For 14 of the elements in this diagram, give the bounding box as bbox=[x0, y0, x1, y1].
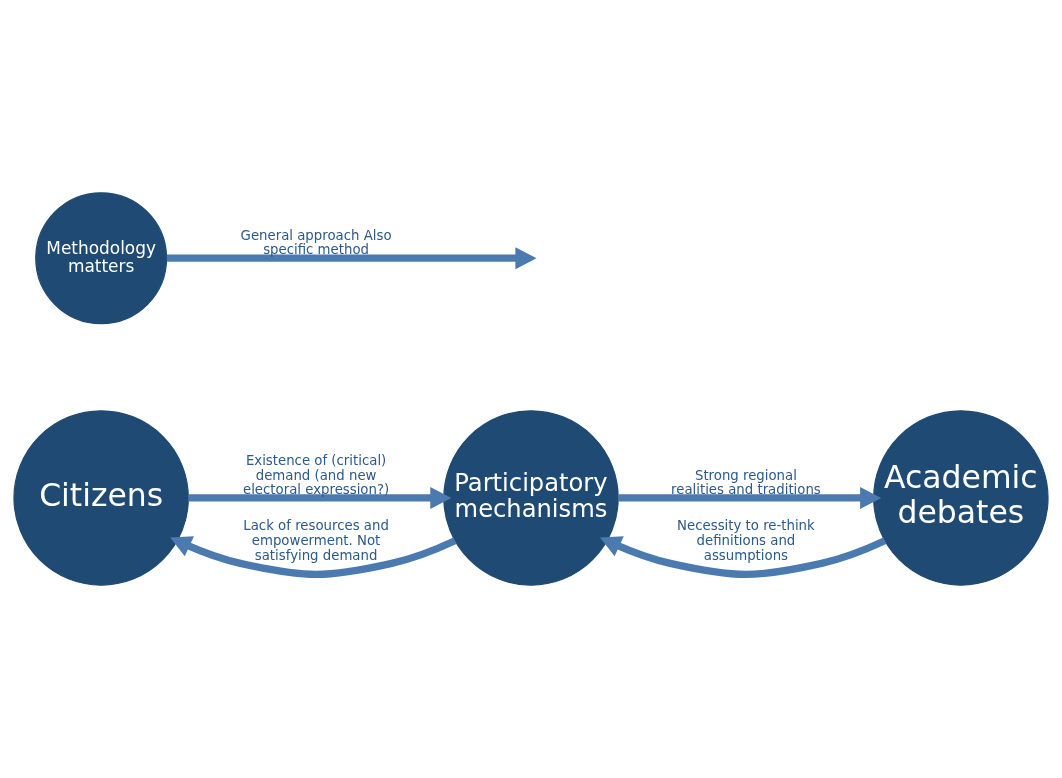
arrow bbox=[188, 486, 452, 510]
arrow bbox=[618, 486, 882, 510]
edge-label: Necessity to re-think definitions and assumptions bbox=[677, 518, 815, 563]
edge-label: Existence of (critical) demand (and new electoral expression?) bbox=[242, 453, 390, 498]
arrow bbox=[170, 536, 457, 579]
node-circle: Academic debates bbox=[873, 410, 1049, 586]
arrow bbox=[599, 536, 887, 579]
node-circle: Participatory mechanisms bbox=[443, 410, 619, 586]
edge-label: Strong regional realities and traditions bbox=[671, 467, 821, 498]
edge-label: General approach Also specific method bbox=[240, 227, 392, 258]
edge-label: Lack of resources and empowerment. Not satisfying demand bbox=[243, 518, 389, 563]
arrow bbox=[166, 247, 537, 270]
node-circle: Citizens bbox=[13, 410, 189, 586]
node-circle: Methodology matters bbox=[35, 192, 168, 325]
